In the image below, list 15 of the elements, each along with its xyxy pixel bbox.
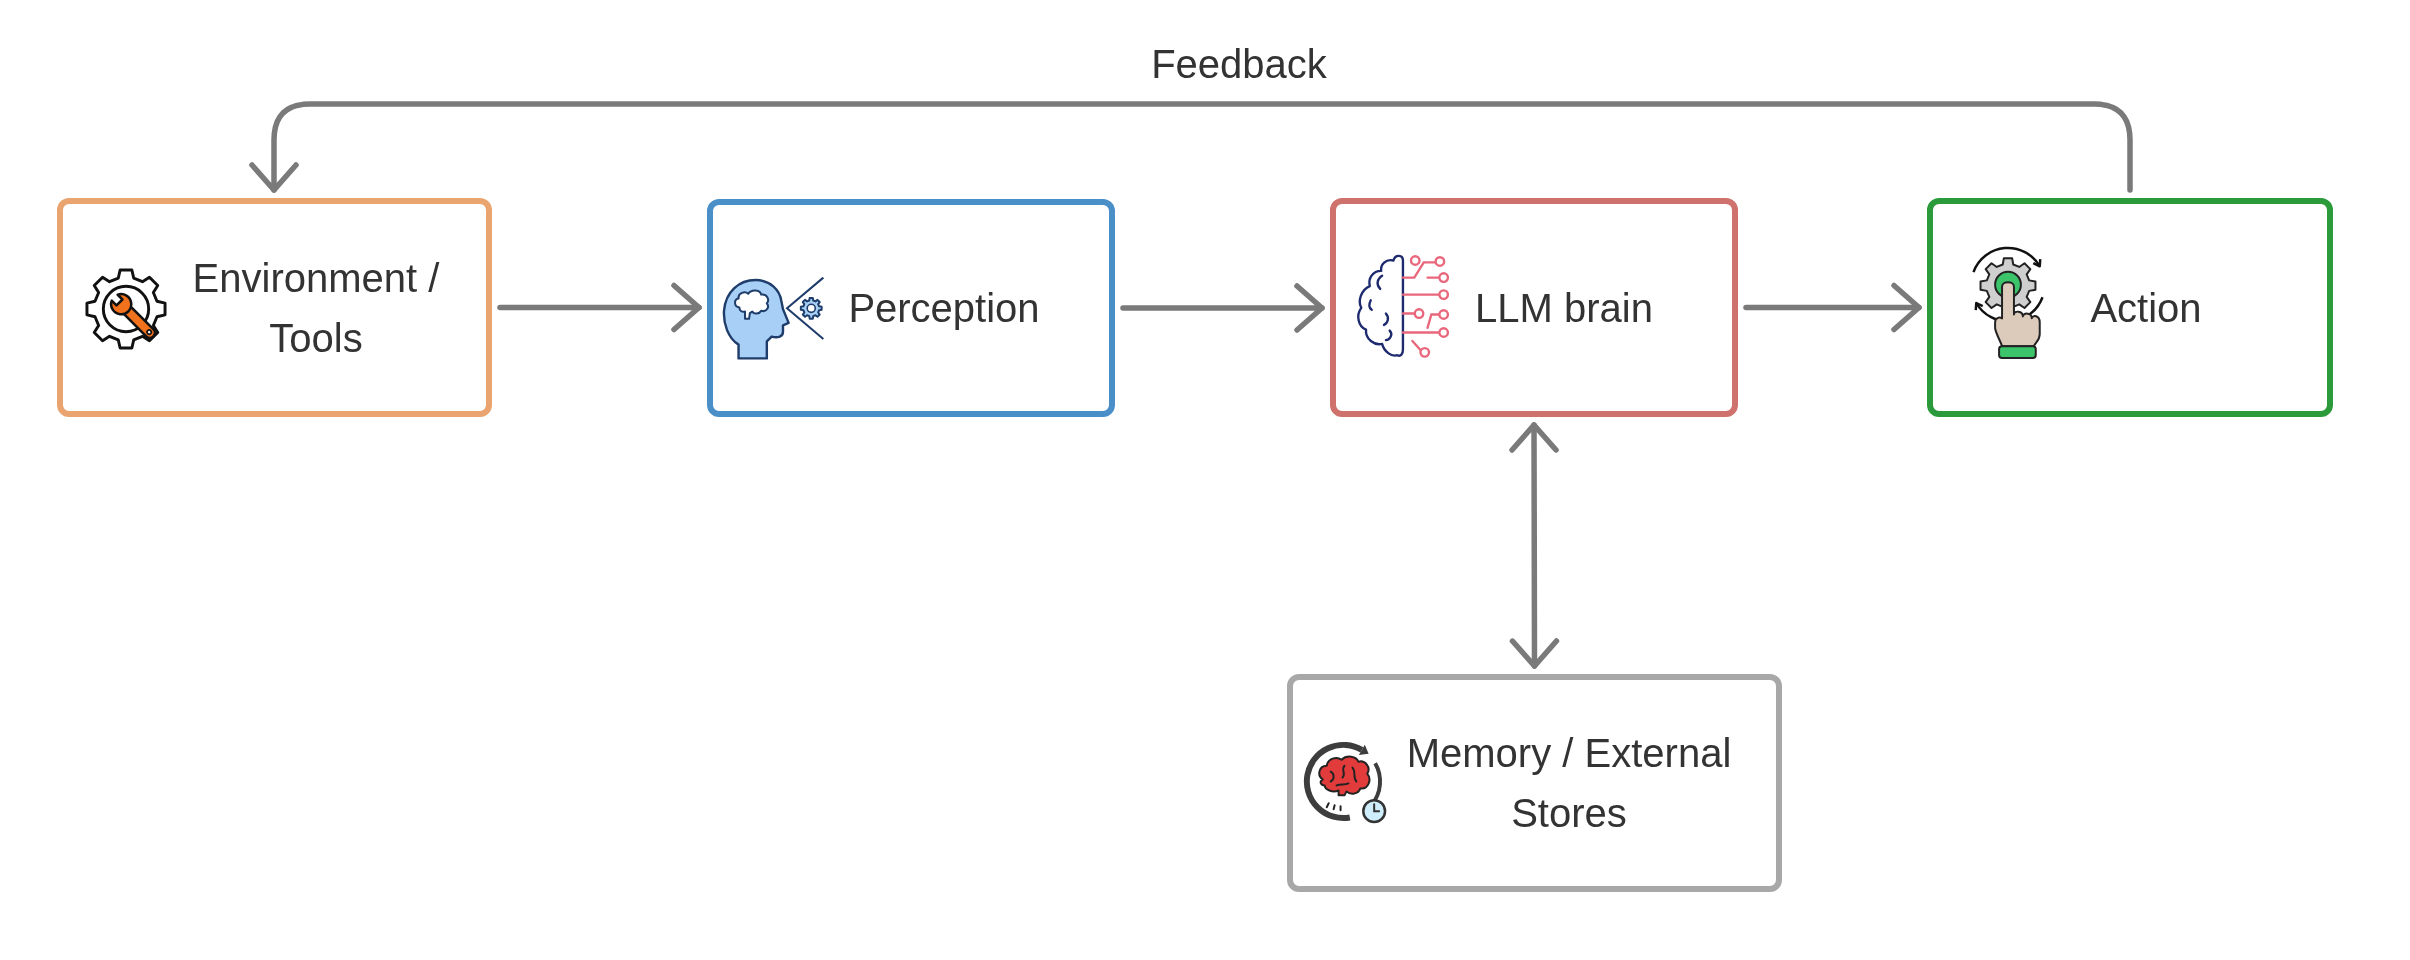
process-box (1287, 674, 1782, 892)
node-label: Perception (848, 285, 1040, 332)
double-arrow (1509, 422, 1560, 669)
process-box (1330, 198, 1738, 417)
process-box (707, 199, 1115, 417)
arrow (1743, 282, 1922, 333)
arrow (497, 282, 702, 333)
node-label: Memory / External Stores (1405, 730, 1733, 837)
node-label: Environment / Tools (191, 254, 441, 362)
process-box (57, 198, 492, 417)
node-label: LLM brain (1475, 284, 1653, 332)
node-label: Action (2090, 284, 2202, 332)
process-box (1927, 198, 2333, 417)
arrow (249, 101, 2133, 193)
arrow (1120, 283, 1325, 333)
